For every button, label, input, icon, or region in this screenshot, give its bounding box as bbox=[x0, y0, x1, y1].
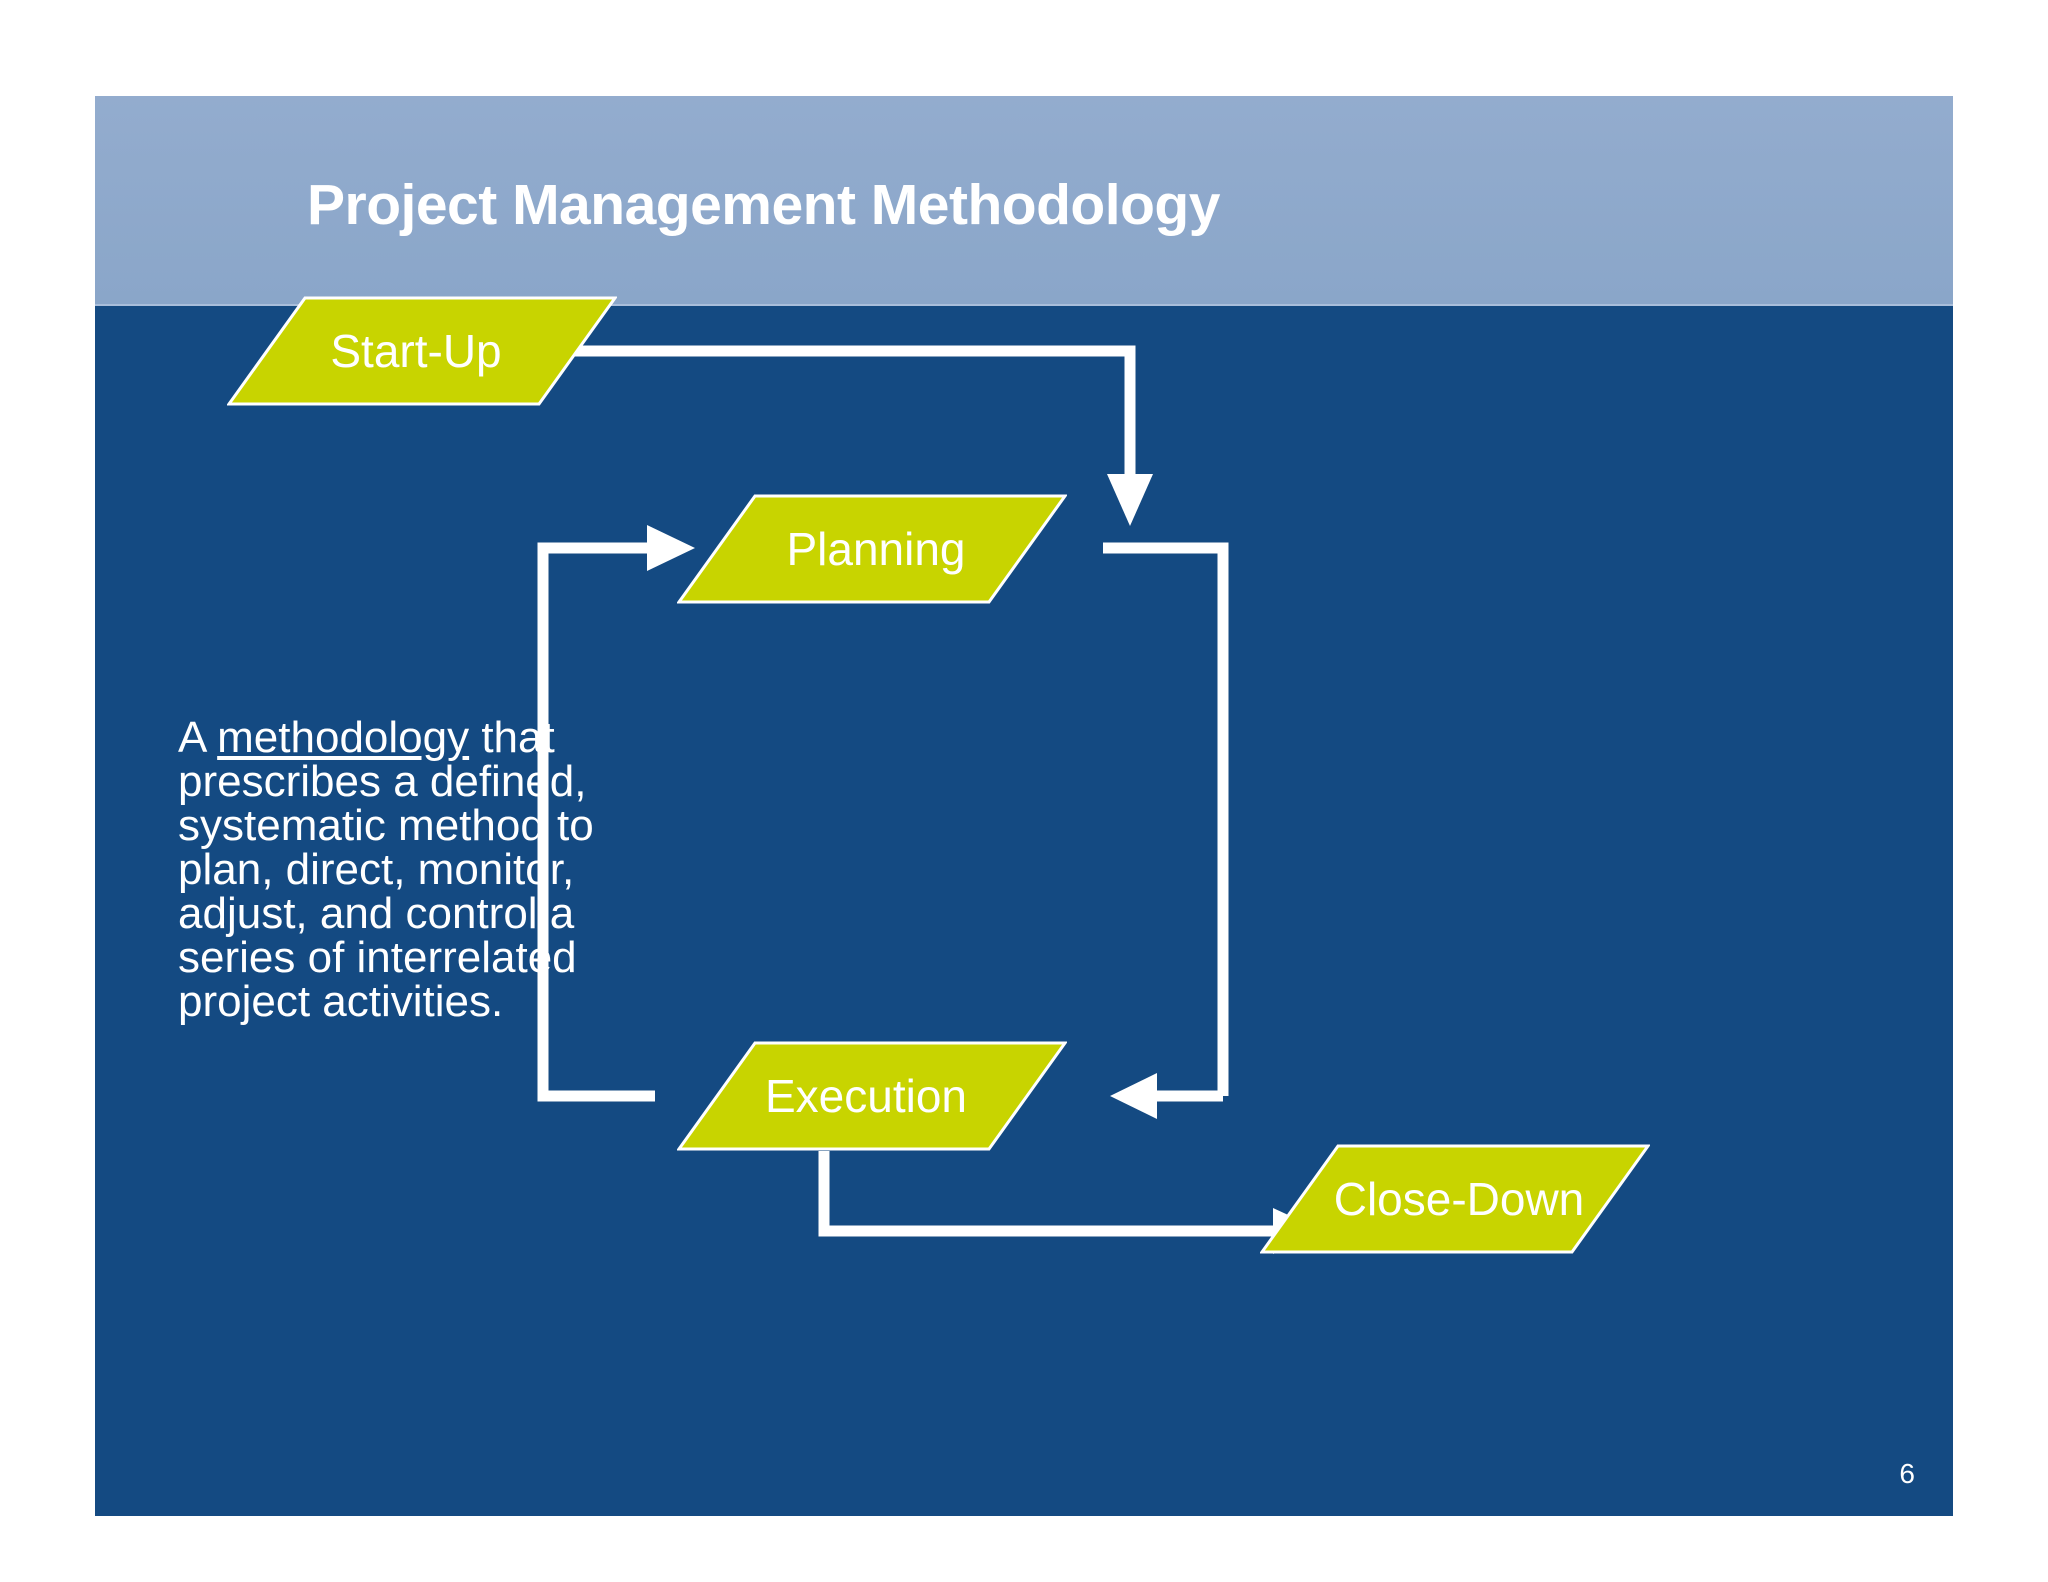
parallelogram-shape bbox=[227, 296, 617, 406]
flow-node-start-up[interactable]: Start-Up bbox=[227, 296, 617, 406]
parallelogram-shape bbox=[677, 1041, 1067, 1151]
connector-startup-to-planning bbox=[565, 345, 1153, 526]
parallelogram-shape bbox=[677, 494, 1067, 604]
flow-node-execution[interactable]: Execution bbox=[677, 1041, 1067, 1151]
definition-underlined-term: methodology bbox=[217, 713, 470, 762]
connector-execution-to-closedown bbox=[818, 1151, 1323, 1254]
connector-planning-to-execution bbox=[1103, 542, 1229, 1119]
definition-rest: that prescribes a defined, systematic me… bbox=[178, 713, 594, 1026]
page-title: Project Management Methodology bbox=[307, 173, 1220, 237]
flow-node-close-down[interactable]: Close-Down bbox=[1260, 1144, 1650, 1254]
connector-execution-to-planning bbox=[537, 525, 695, 1102]
page-number: 6 bbox=[1899, 1458, 1915, 1489]
flow-node-planning[interactable]: Planning bbox=[677, 494, 1067, 604]
flow-connectors bbox=[537, 345, 1323, 1254]
definition-paragraph: A methodology that prescribes a defined,… bbox=[178, 716, 648, 1024]
title-band: Project Management Methodology bbox=[95, 96, 1953, 306]
definition-lead: A bbox=[178, 713, 218, 762]
slide-canvas: Project Management Methodology A methodo… bbox=[95, 96, 1953, 1516]
parallelogram-shape bbox=[1260, 1144, 1650, 1254]
